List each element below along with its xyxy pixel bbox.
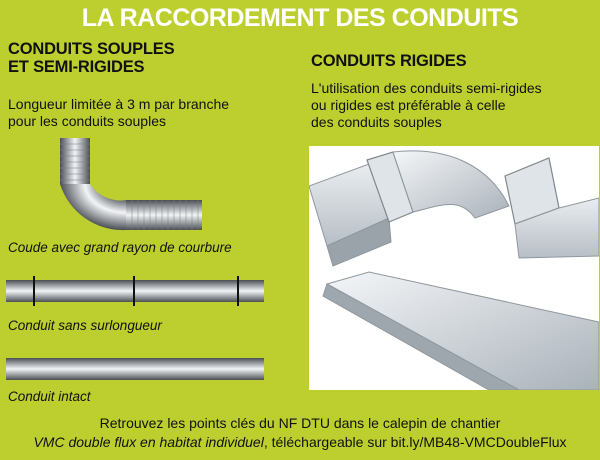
flexible-description: Longueur limitée à 3 m par branche pour … — [8, 96, 229, 130]
footer-line1: Retrouvez les points clés du NF DTU dans… — [99, 415, 501, 431]
flexible-heading-line2: ET SEMI-RIGIDES — [8, 58, 145, 76]
no-extra-length-caption: Conduit sans surlongueur — [8, 318, 162, 333]
footer-line2: VMC double flux en habitat individuel, t… — [0, 433, 600, 451]
elbow-duct-illustration — [60, 138, 202, 231]
flexible-heading: CONDUITS SOUPLES ET SEMI-RIGIDES — [8, 40, 175, 76]
rigid-heading: CONDUITS RIGIDES — [311, 52, 467, 70]
rigid-desc-line3: des conduits souples — [311, 114, 442, 130]
connected-duct-illustration — [6, 276, 264, 306]
rigid-desc-line2: ou rigides est préférable à celle — [311, 97, 506, 113]
footer-guide-title: VMC double flux en habitat individuel — [33, 434, 264, 450]
flexible-desc-line1: Longueur limitée à 3 m par branche — [8, 96, 230, 112]
page-title: LA RACCORDEMENT DES CONDUITS — [81, 4, 519, 32]
elbow-caption: Coude avec grand rayon de courbure — [8, 240, 232, 255]
rigid-duct-panel — [309, 146, 599, 390]
rigid-elbow-illustration — [309, 150, 599, 390]
intact-caption: Conduit intact — [8, 389, 91, 404]
intact-duct-illustration — [6, 358, 264, 380]
rigid-description: L'utilisation des conduits semi-rigides … — [311, 80, 542, 131]
rigid-desc-line1: L'utilisation des conduits semi-rigides — [311, 80, 542, 96]
flexible-desc-line2: pour les conduits souples — [8, 113, 166, 129]
flexible-heading-line1: CONDUITS SOUPLES — [8, 40, 175, 58]
footer-download-link[interactable]: , téléchargeable sur bit.ly/MB48-VMCDoub… — [263, 434, 567, 450]
